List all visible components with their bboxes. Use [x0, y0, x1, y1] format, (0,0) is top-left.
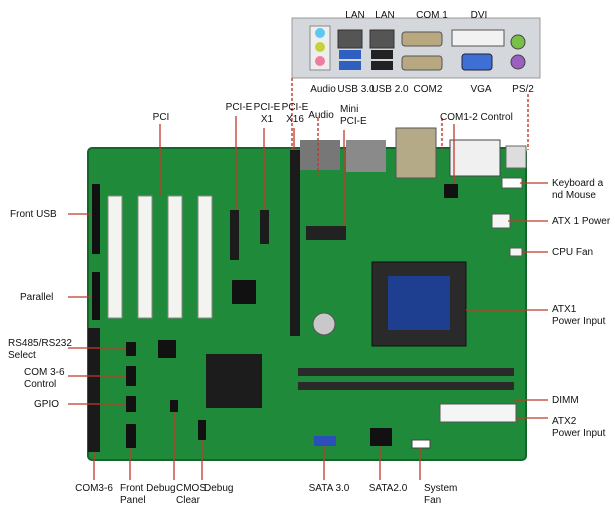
label-audio-mid: Audio — [308, 110, 334, 121]
label-com2: COM2 — [413, 84, 443, 95]
front-usb-header — [92, 184, 100, 254]
pcie-x1-slot — [260, 210, 269, 244]
com2-port — [401, 55, 443, 71]
dimm-slot-1 — [298, 368, 514, 376]
sata30-port — [314, 436, 336, 446]
label-usb30-top: USB 3.0 — [337, 84, 375, 95]
com1-port — [401, 31, 443, 47]
label-lan-1: LAN — [345, 10, 365, 21]
label-lan-2: LAN — [375, 10, 395, 21]
cpu-fan-header — [509, 247, 523, 257]
label-atx2-power-input: ATX2 Power Input — [552, 416, 606, 439]
label-mini-pcie: Mini PCI-E — [340, 104, 367, 127]
pci-slot-4 — [197, 195, 213, 319]
label-sata20: SATA2.0 — [368, 483, 408, 494]
label-front-usb: Front USB — [10, 209, 57, 220]
cmos-clear-jumper — [170, 400, 178, 412]
rear-usb — [346, 140, 386, 172]
label-sata30: SATA 3.0 — [308, 483, 350, 494]
mini-pcie-slot — [306, 226, 346, 240]
pcie-x16-slot — [290, 150, 300, 336]
rs485-jumper — [126, 342, 136, 356]
label-com36-control: COM 3-6 Control — [24, 367, 65, 390]
sata20-port — [370, 428, 392, 446]
pci-slot-3 — [167, 195, 183, 319]
chipset-heatsink — [206, 354, 262, 408]
label-com12-control: COM1-2 Control — [440, 112, 513, 123]
label-pcie-x16: PCI-E X16 — [281, 102, 309, 125]
label-atx1-power: ATX 1 Power — [552, 216, 611, 227]
rear-audio-lan — [300, 140, 340, 170]
lan-port-2 — [369, 29, 395, 49]
pci-slot-1 — [107, 195, 123, 319]
label-dvi: DVI — [470, 10, 488, 21]
debug-header — [198, 420, 206, 440]
label-com1: COM 1 — [416, 10, 448, 21]
label-front-debug-panel: Front Debug Panel — [120, 483, 176, 506]
io-guides — [291, 78, 529, 175]
cpu-cover — [388, 276, 450, 330]
usb30-port-1 — [339, 50, 361, 59]
rear-ps2 — [505, 145, 527, 169]
label-pcie-1: PCI-E — [225, 102, 253, 113]
label-atx1-power-input: ATX1 Power Input — [552, 304, 606, 327]
parallel-header — [92, 272, 100, 320]
usb30-port-2 — [339, 61, 361, 70]
super-io-chip — [158, 340, 176, 358]
com36-headers — [88, 328, 100, 452]
cmos-battery — [312, 312, 336, 336]
rear-dvi-vga — [449, 139, 501, 177]
dimm-slot-2 — [298, 382, 514, 390]
usb20-port-1 — [371, 50, 393, 59]
atx1-connector — [491, 213, 511, 229]
kb-ms-header — [501, 177, 523, 189]
label-parallel: Parallel — [20, 292, 54, 303]
rear-com — [395, 127, 437, 179]
atx2-connector — [439, 403, 517, 423]
ps2-port-1 — [510, 34, 526, 50]
leader-lines — [68, 116, 548, 480]
label-gpio: GPIO — [34, 399, 60, 410]
com36-control-jumper — [126, 366, 136, 386]
usb20-port-2 — [371, 61, 393, 70]
label-ps2: PS/2 — [512, 84, 534, 95]
label-dimm: DIMM — [552, 395, 579, 406]
ps2-port-2 — [510, 54, 526, 70]
label-vga: VGA — [470, 84, 492, 95]
label-pcie-x1: PCI-E X1 — [253, 102, 281, 125]
system-fan-header — [411, 439, 431, 449]
label-audio-top: Audio — [310, 84, 336, 95]
lan-port-1 — [337, 29, 363, 49]
label-pci: PCI — [152, 112, 170, 123]
front-debug-panel-header — [126, 424, 136, 448]
io-chip — [232, 280, 256, 304]
label-usb20-top: USB 2.0 — [371, 84, 409, 95]
label-cpu-fan: CPU Fan — [552, 247, 594, 258]
label-keyboard-mouse: Keyboard a nd Mouse — [552, 178, 604, 201]
com12-control-jumper — [444, 184, 458, 198]
vga-port — [461, 53, 493, 71]
pci-slot-2 — [137, 195, 153, 319]
pcie-slot-1 — [230, 210, 239, 260]
label-debug: Debug — [204, 483, 234, 494]
label-system-fan: System Fan — [424, 483, 458, 506]
label-rs485: RS485/RS232 Select — [8, 338, 72, 361]
dvi-port — [451, 29, 505, 47]
label-com36: COM3-6 — [75, 483, 113, 494]
label-cmos-clear: CMOS Clear — [176, 483, 206, 506]
gpio-header — [126, 396, 136, 412]
